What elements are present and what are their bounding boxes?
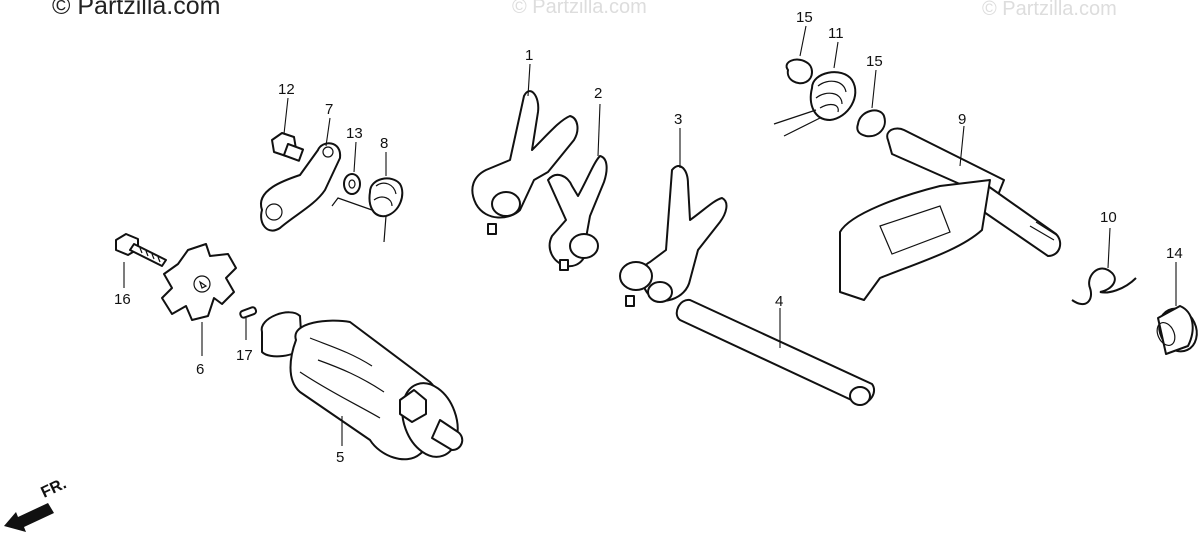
watermark-main: © Partzilla.com — [52, 0, 221, 20]
part-8-spring[interactable] — [331, 177, 404, 243]
callout-4: 4 — [775, 293, 783, 310]
callout-11: 11 — [828, 25, 844, 42]
part-16-bolt[interactable] — [115, 233, 167, 267]
callout-7: 7 — [325, 101, 333, 118]
part-15-circlip-right[interactable] — [856, 109, 886, 138]
callout-10: 10 — [1100, 209, 1117, 226]
callout-5: 5 — [336, 449, 344, 466]
part-14-oil-seal[interactable] — [1152, 302, 1200, 357]
callout-8: 8 — [380, 135, 388, 152]
callout-3: 3 — [674, 111, 682, 128]
part-6-star-plate[interactable] — [161, 243, 237, 321]
leader-lines — [123, 25, 1177, 446]
callout-9: 9 — [958, 111, 966, 128]
watermark-center: © Partzilla.com — [512, 0, 647, 18]
part-10-spring-clip[interactable] — [1071, 267, 1137, 306]
part-13-washer[interactable] — [343, 173, 361, 195]
callout-17: 17 — [236, 347, 253, 364]
part-7-stopper-arm[interactable] — [259, 142, 342, 232]
front-direction-indicator: FR. — [4, 475, 69, 532]
callout-12: 12 — [278, 81, 295, 98]
callout-15-right: 15 — [866, 53, 883, 70]
callout-13: 13 — [346, 125, 363, 142]
part-17-pin[interactable] — [239, 306, 258, 319]
front-direction-label: FR. — [39, 475, 70, 501]
callout-14: 14 — [1166, 245, 1183, 262]
part-4-fork-shaft[interactable] — [675, 298, 876, 406]
part-5-shift-drum[interactable] — [260, 311, 468, 464]
callout-labels: 1 2 3 4 5 6 7 8 9 10 11 12 13 14 15 15 1… — [114, 9, 1183, 466]
callout-6: 6 — [196, 361, 204, 378]
front-arrow-icon — [4, 503, 54, 532]
part-12-bolt[interactable] — [271, 132, 305, 162]
part-15-circlip-top[interactable] — [785, 58, 813, 85]
part-11-return-spring[interactable] — [773, 71, 857, 137]
part-9-gearshift-spindle[interactable] — [839, 127, 1062, 301]
callout-15-top: 15 — [796, 9, 813, 26]
callout-16: 16 — [114, 291, 131, 308]
part-2-shift-fork[interactable] — [547, 155, 608, 271]
part-3-shift-fork[interactable] — [619, 165, 728, 307]
callout-2: 2 — [594, 85, 602, 102]
callout-1: 1 — [525, 47, 533, 64]
watermark-right: © Partzilla.com — [982, 0, 1117, 20]
part-1-shift-fork[interactable] — [471, 90, 579, 235]
